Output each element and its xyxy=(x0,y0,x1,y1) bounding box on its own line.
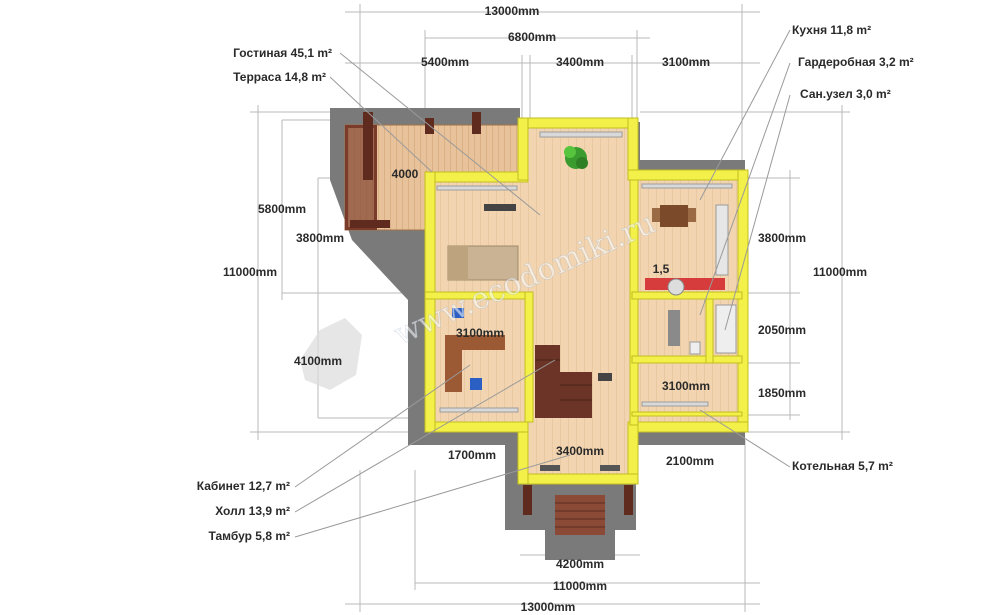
dim-right-total: 11000mm xyxy=(813,265,867,279)
room-labels: Гостиная 45,1 m² Терраса 14,8 m² Кухня 1… xyxy=(197,23,914,543)
bathtub xyxy=(715,304,737,354)
dim-right-mid: 2050mm xyxy=(758,323,806,337)
label-hall: Холл 13,9 m² xyxy=(215,504,290,518)
dimension-labels: 13000mm 6800mm 5400mm 3400mm 3100mm 5800… xyxy=(223,4,867,614)
dim-stair-gap: 1,5 xyxy=(653,262,670,276)
office-desk xyxy=(445,335,505,392)
walls xyxy=(424,117,749,485)
tv-unit xyxy=(484,204,516,211)
dim-terrace-width: 4000 xyxy=(392,167,419,181)
leader-lines xyxy=(294,29,791,538)
label-cabinet: Кабинет 12,7 m² xyxy=(197,479,290,493)
kitchen-table xyxy=(660,205,688,227)
dim-terrace-depth: 5800mm xyxy=(258,202,306,216)
curtain-top xyxy=(539,131,623,138)
dim-top-right: 3100mm xyxy=(662,55,710,69)
dim-bottom-inner: 11000mm xyxy=(553,579,607,593)
dim-left-upper: 3800mm xyxy=(296,231,344,245)
dim-bottom-left: 1700mm xyxy=(448,448,496,462)
dim-left-lower: 4100mm xyxy=(294,354,342,368)
dim-boiler-width: 3100mm xyxy=(662,379,710,393)
label-vestibule: Тамбур 5,8 m² xyxy=(208,529,290,543)
dim-left-total: 11000mm xyxy=(223,265,277,279)
furniture xyxy=(436,131,737,471)
dim-top-left: 5400mm xyxy=(421,55,469,69)
label-living: Гостиная 45,1 m² xyxy=(233,46,332,60)
dim-top-total: 13000mm xyxy=(485,4,540,18)
dim-top-inner: 6800mm xyxy=(508,30,556,44)
dim-right-upper: 3800mm xyxy=(758,231,806,245)
label-boiler: Котельная 5,7 m² xyxy=(792,459,893,473)
dim-bottom-vestibule: 3400mm xyxy=(556,444,604,458)
label-bathroom: Сан.узел 3,0 m² xyxy=(800,87,891,101)
dim-bottom-porch: 4200mm xyxy=(556,557,604,571)
dimension-lines xyxy=(250,4,850,612)
dim-top-mid: 3400mm xyxy=(556,55,604,69)
dim-cabinet-width: 3100mm xyxy=(456,326,504,340)
porch-stairs xyxy=(523,485,633,535)
dim-bottom-total: 13000mm xyxy=(521,600,576,614)
label-terrace: Терраса 14,8 m² xyxy=(233,70,326,84)
label-wardrobe: Гардеробная 3,2 m² xyxy=(798,55,914,69)
dim-bottom-right: 2100mm xyxy=(666,454,714,468)
label-kitchen: Кухня 11,8 m² xyxy=(792,23,871,37)
dim-right-lower: 1850mm xyxy=(758,386,806,400)
